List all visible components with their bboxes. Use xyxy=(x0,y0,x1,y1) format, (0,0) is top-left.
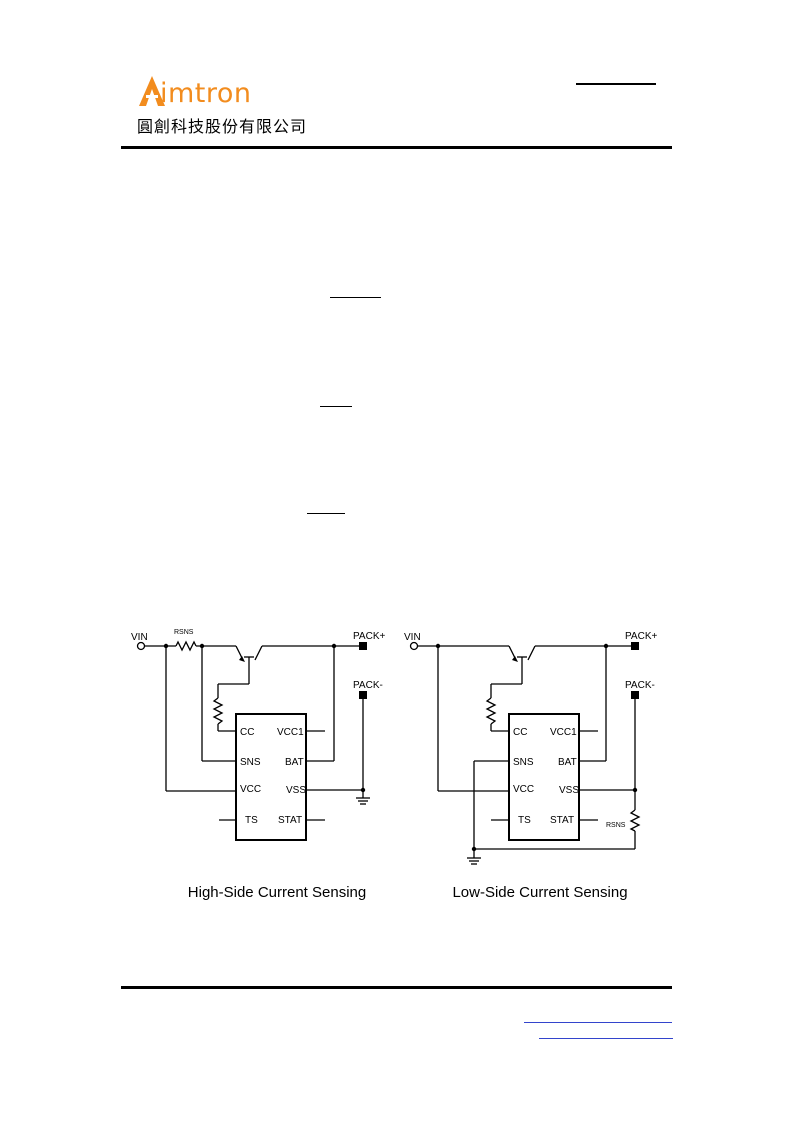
footer-link-underline[interactable] xyxy=(524,1022,672,1023)
overline-mark xyxy=(330,297,381,298)
rsns-resistor xyxy=(175,640,197,652)
pack-plus-terminal xyxy=(631,642,639,650)
pin-label-stat: STAT xyxy=(278,815,302,826)
pin-label-vcc: VCC xyxy=(240,784,261,795)
pin-label-stat: STAT xyxy=(550,815,574,826)
pin-label-vcc: VCC xyxy=(513,784,534,795)
pin-label-bat: BAT xyxy=(558,757,577,768)
cc-resistor xyxy=(212,697,224,725)
pack-plus-terminal xyxy=(359,642,367,650)
caption-low-side: Low-Side Current Sensing xyxy=(452,884,627,901)
company-name: 圓創科技股份有限公司 xyxy=(137,117,308,136)
pin-label-vss: VSS xyxy=(286,785,306,796)
pack-minus-label: PACK- xyxy=(625,680,655,691)
high-side-schematic: VIN RSNS PACK+ PACK- xyxy=(131,629,385,901)
overline-mark xyxy=(320,406,352,407)
vin-terminal xyxy=(136,641,146,651)
pass-transistor xyxy=(508,645,536,684)
cc-resistor xyxy=(485,697,497,725)
logo-a-mark xyxy=(139,76,165,106)
charger-ic xyxy=(508,713,580,841)
pin-label-ts: TS xyxy=(518,815,531,826)
rsns-resistor xyxy=(629,809,641,832)
rsns-label: RSNS xyxy=(606,822,626,829)
pack-minus-terminal xyxy=(359,691,367,699)
logo-wordmark: imtron xyxy=(160,78,252,109)
pack-plus-label: PACK+ xyxy=(353,631,385,642)
pack-minus-terminal xyxy=(631,691,639,699)
vin-terminal xyxy=(409,641,419,651)
low-side-schematic: VIN PACK+ PACK- RSNS xyxy=(404,631,657,901)
footer-rule xyxy=(121,986,672,989)
header-rule xyxy=(121,146,672,149)
pin-label-sns: SNS xyxy=(240,757,261,768)
vin-label: VIN xyxy=(404,632,421,643)
overline-mark xyxy=(307,513,345,514)
pin-label-vcc1: VCC1 xyxy=(550,727,577,738)
pack-minus-label: PACK- xyxy=(353,680,383,691)
pack-plus-label: PACK+ xyxy=(625,631,657,642)
pin-label-sns: SNS xyxy=(513,757,534,768)
pin-label-ts: TS xyxy=(245,815,258,826)
rsns-label: RSNS xyxy=(174,629,194,636)
pin-label-vss: VSS xyxy=(559,785,579,796)
vin-label: VIN xyxy=(131,632,148,643)
pin-label-bat: BAT xyxy=(285,757,304,768)
header-short-rule xyxy=(576,83,656,85)
caption-high-side: High-Side Current Sensing xyxy=(188,884,366,901)
pin-label-cc: CC xyxy=(513,727,527,738)
charger-ic xyxy=(235,713,307,841)
pin-label-cc: CC xyxy=(240,727,254,738)
pass-transistor xyxy=(235,645,263,684)
pin-label-vcc1: VCC1 xyxy=(277,727,304,738)
footer-link-underline[interactable] xyxy=(539,1038,673,1039)
